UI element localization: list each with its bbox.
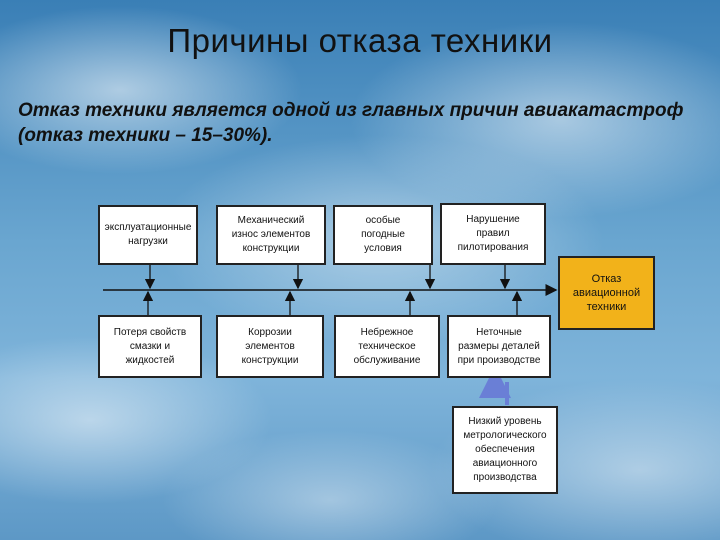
cause-lubricant-loss: Потеря свойств смазки и жидкостей (98, 315, 202, 378)
cause-pilot-violation: Нарушение правил пилотирования (440, 203, 546, 265)
cause-operational-loads: эксплуатационные нагрузки (98, 205, 198, 265)
cause-mechanical-wear: Механический износ элементов конструкции (216, 205, 326, 265)
cause-maintenance-negligence: Небрежное техническое обслуживание (334, 315, 440, 378)
slide-subtitle: Отказ техники является одной из главных … (18, 100, 684, 146)
slide-title: Причины отказа техники (167, 22, 553, 59)
root-cause-metrology: Низкий уровень метрологического обеспече… (452, 406, 558, 494)
effect-equipment-failure: Отказ авиационной техники (558, 256, 655, 330)
cause-corrosion: Коррозии элементов конструкции (216, 315, 324, 378)
cause-weather: особые погодные условия (333, 205, 433, 265)
cause-inaccurate-parts: Неточные размеры деталей при производств… (447, 315, 551, 378)
